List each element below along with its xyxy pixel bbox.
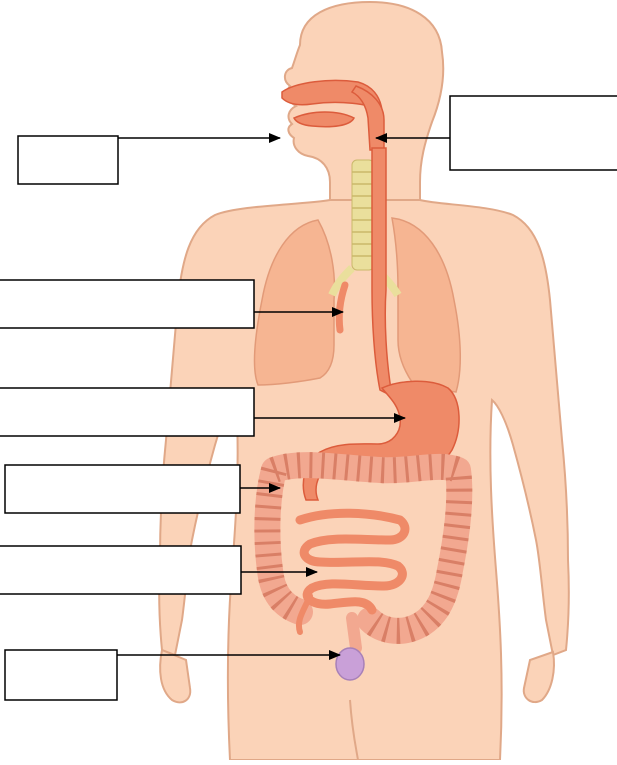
rectum (352, 618, 356, 648)
label-box-pharynx[interactable] (450, 96, 617, 170)
label-box-anus[interactable] (5, 650, 117, 700)
anus (336, 648, 364, 680)
label-box-esophagus[interactable] (0, 280, 254, 328)
label-box-large-intestine[interactable] (5, 465, 240, 513)
label-box-stomach[interactable] (0, 388, 254, 436)
right-hand (524, 652, 554, 702)
label-box-mouth[interactable] (18, 136, 118, 184)
label-box-small-intestine[interactable] (0, 546, 241, 594)
left-hand (160, 650, 190, 702)
